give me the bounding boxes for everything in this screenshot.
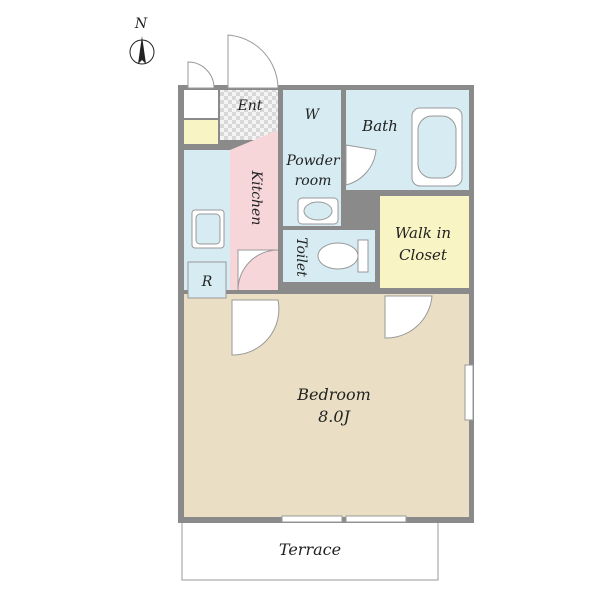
bedroom-floor — [184, 294, 469, 517]
closet-label-line1: Walk in — [395, 224, 451, 242]
bedroom-label: Bedroom — [296, 385, 371, 404]
door-swings — [187, 34, 433, 356]
windows — [281, 364, 474, 523]
toilet-label: Toilet — [293, 237, 309, 277]
powder-room-label-line1: Powder — [285, 153, 341, 169]
partitions — [182, 88, 471, 294]
toilet-icon — [317, 239, 369, 273]
washer-space — [283, 90, 341, 142]
washer-label: W — [305, 107, 321, 123]
entrance-floor — [220, 90, 278, 140]
shoe-storage — [184, 120, 218, 144]
bath-label: Bath — [361, 117, 398, 135]
compass-icon: N — [129, 16, 155, 65]
terrace-area — [181, 519, 439, 581]
closet-label-line2: Closet — [399, 246, 448, 264]
terrace-label: Terrace — [279, 540, 341, 559]
entrance-label: Ent — [237, 98, 263, 114]
kitchen-label: Kitchen — [248, 170, 264, 226]
walk-in-closet-floor — [380, 196, 469, 288]
powder-room-label-line2: room — [295, 173, 332, 189]
refrigerator-label: R — [201, 274, 213, 290]
bedroom-size: 8.0J — [318, 407, 351, 426]
entrance-closet — [184, 90, 218, 118]
refrigerator-space — [187, 261, 227, 299]
compass-label: N — [134, 16, 148, 32]
